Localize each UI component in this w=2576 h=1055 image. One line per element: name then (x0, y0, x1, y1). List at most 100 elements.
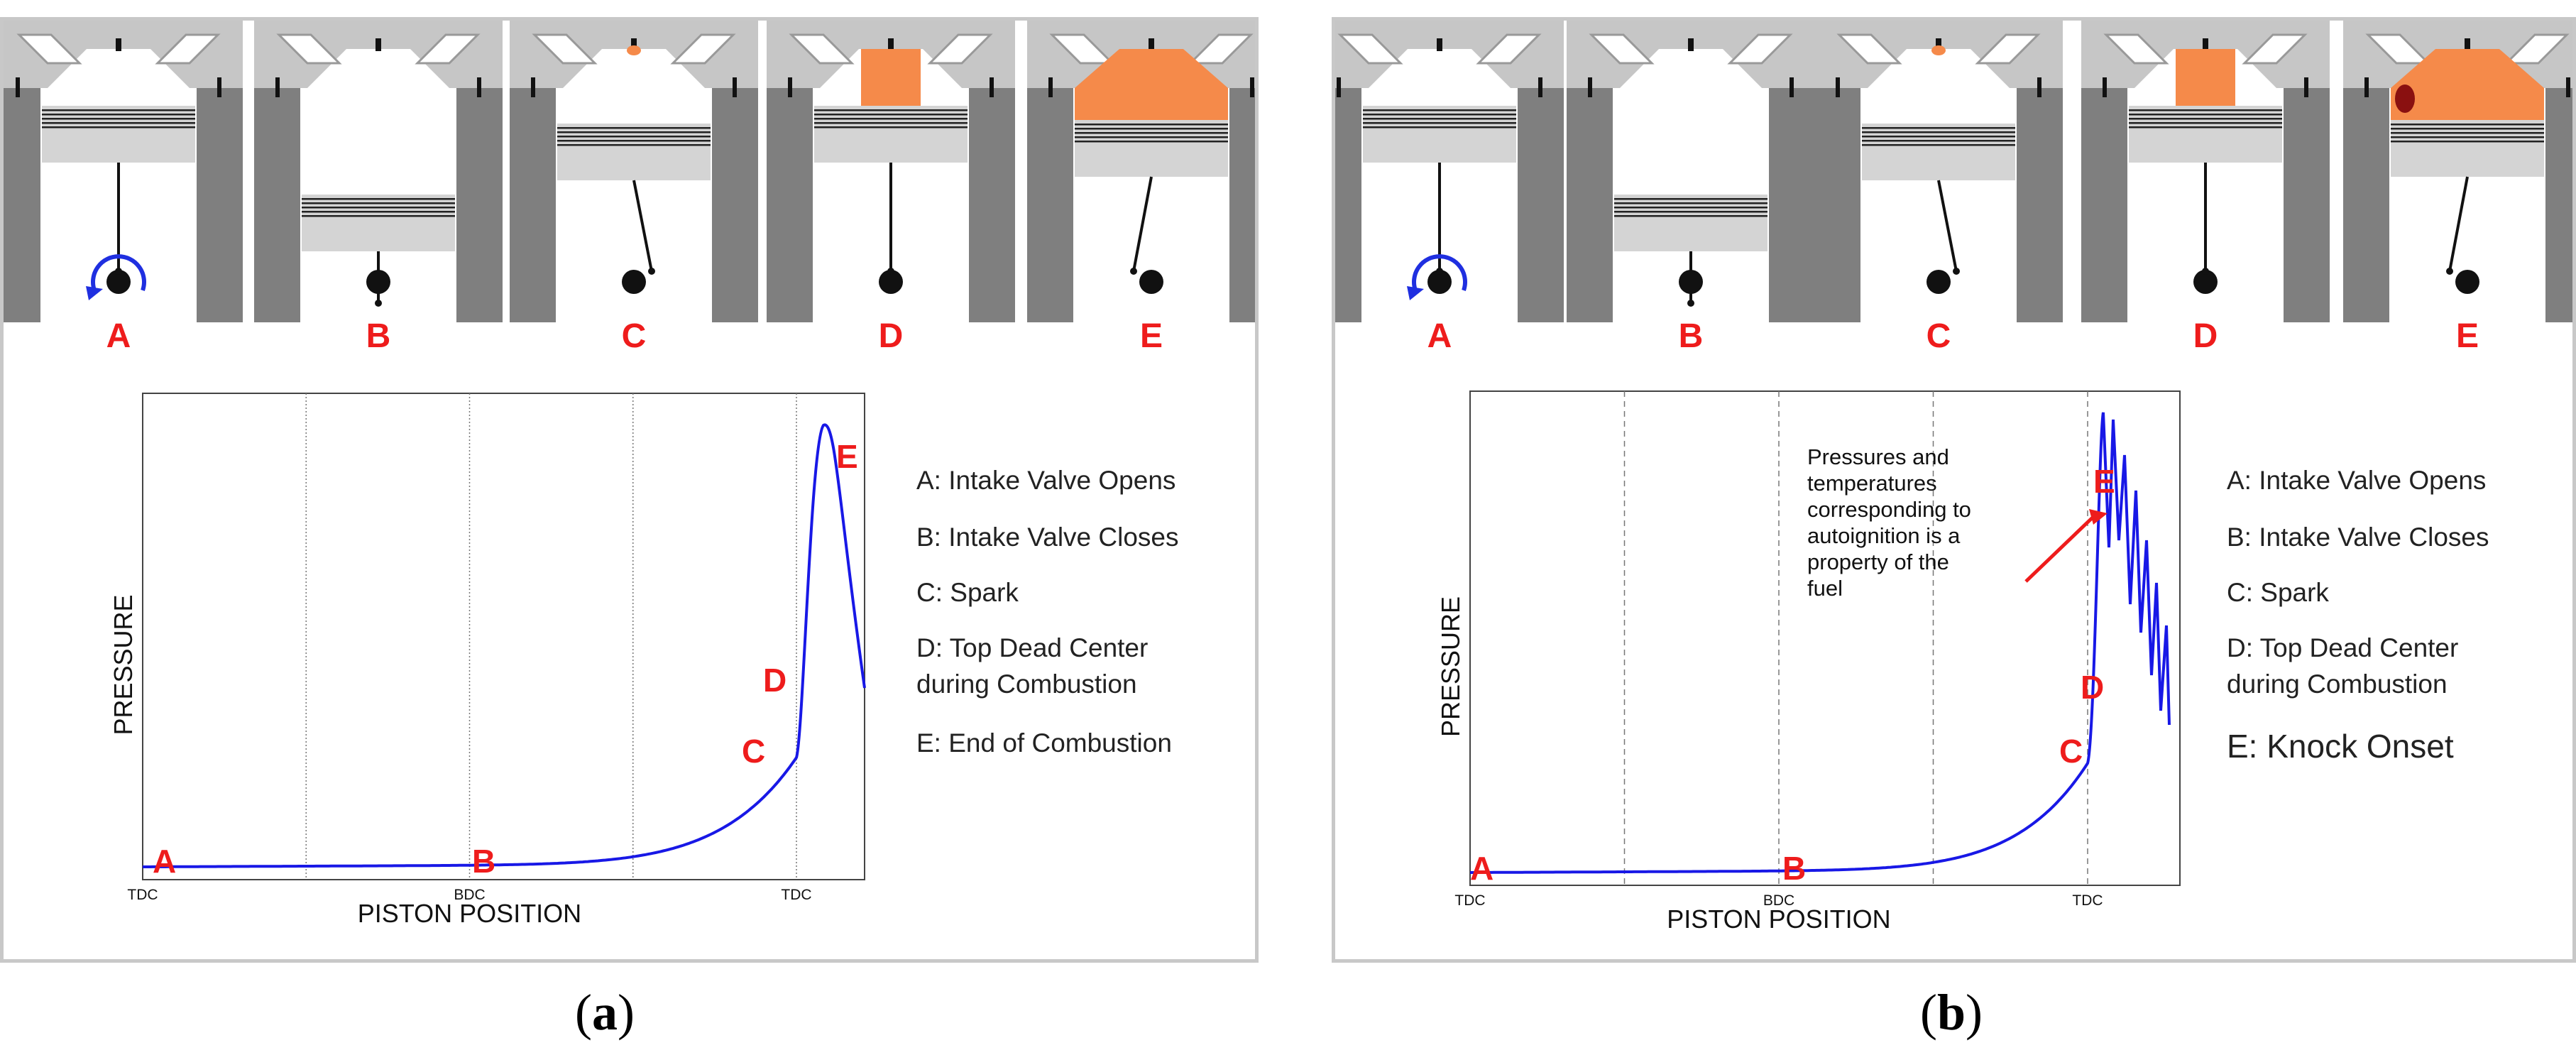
st3-ring (2129, 114, 2282, 116)
st0-right-wall (197, 88, 243, 322)
st4-ring (1075, 136, 1228, 138)
panel-a-ylabel: PRESSURE (109, 594, 138, 735)
st0-ring (1363, 118, 1516, 120)
st1-ring (302, 215, 455, 217)
st0-intake-port (16, 33, 82, 65)
st4-ring (2391, 128, 2544, 130)
st4-left-wall (2343, 88, 2389, 322)
st1-exhaust-port (1727, 33, 1793, 65)
panel-b-annotation-line: property of the (1807, 550, 1949, 574)
st1-bolt-right (1790, 77, 1794, 97)
st1-right-wall (456, 88, 503, 322)
st0-ring (42, 118, 195, 120)
panel-b-legend-item: C: Spark (2227, 578, 2329, 607)
st1-crankshaft (366, 270, 390, 294)
st0-crankshaft (1427, 270, 1452, 294)
panel-b-x-tick: TDC (2072, 892, 2103, 909)
panel-a-legend-item: during Combustion (916, 669, 1137, 699)
st2-con-rod (1937, 180, 1958, 272)
st2-flame (1931, 45, 1946, 55)
st4-ring (1075, 124, 1228, 126)
st4-ring (2391, 124, 2544, 126)
panel-a-stage-label: B (366, 317, 391, 355)
st1-left-wall (1567, 88, 1613, 322)
st3-head (767, 21, 1015, 88)
st4-ring (2391, 132, 2544, 134)
caption-a-close: ) (617, 984, 635, 1041)
st4-ring (1075, 132, 1228, 134)
st2-ring (557, 136, 711, 138)
panel-b-curve-label: C (2059, 733, 2083, 770)
st4-spark-plug (1149, 38, 1154, 51)
panel-a-curve-label: D (763, 662, 786, 699)
st4-knock-spot (2395, 84, 2415, 113)
st0-spark-plug (116, 38, 121, 51)
st0-bolt-left (1337, 77, 1341, 97)
st2-intake-port (532, 33, 598, 65)
caption-a-open: ( (575, 984, 592, 1041)
st0-left-wall (1335, 88, 1361, 322)
caption-b-close: ) (1966, 984, 1983, 1041)
st1-intake-port (1589, 33, 1655, 65)
st4-ring (1075, 128, 1228, 130)
st4-crank-pin (2446, 268, 2453, 275)
panel-b-legend-item: D: Top Dead Center (2227, 633, 2458, 662)
panel-b-stage-label: A (1427, 317, 1452, 355)
st3-crank-pin (887, 268, 894, 275)
st0-ring (1363, 126, 1516, 129)
st0-left-wall (4, 88, 40, 322)
st2-ring (557, 140, 711, 142)
st3-flame (861, 49, 921, 106)
st2-crankshaft (622, 270, 646, 294)
st1-ring (1614, 207, 1767, 209)
panel-a-curve-label: C (742, 733, 765, 770)
st3-ring (2129, 126, 2282, 129)
panel-a-plot-frame (142, 393, 865, 880)
caption-a-letter: a (591, 984, 618, 1041)
st3-ring (814, 109, 968, 111)
st4-crankshaft (2455, 270, 2479, 294)
st4-ring (1075, 141, 1228, 143)
st3-intake-port (2103, 33, 2169, 65)
st1-bolt-right (477, 77, 481, 97)
st0-ring (1363, 122, 1516, 124)
st0-right-wall (1518, 88, 1564, 322)
panel-b-annotation-arrowhead-icon (2089, 509, 2108, 525)
st2-intake-port (1836, 33, 1902, 65)
panel-a-stage-label: A (106, 317, 131, 355)
st0-ring (1363, 114, 1516, 116)
st4-flame (2391, 49, 2544, 120)
rotation-arrowhead-icon (1407, 286, 1424, 300)
st3-right-wall (969, 88, 1015, 322)
rotation-arrow-icon (91, 254, 146, 291)
st4-right-wall (2545, 88, 2572, 322)
st3-crankshaft (879, 270, 903, 294)
st3-ring (814, 114, 968, 116)
st2-ring (557, 144, 711, 146)
st3-ring (2129, 118, 2282, 120)
st3-ring (2129, 109, 2282, 111)
st2-ring (1862, 127, 2015, 129)
st1-crankshaft (1679, 270, 1703, 294)
panel-b-legend-item: B: Intake Valve Closes (2227, 523, 2489, 552)
panel-a-legend-item: A: Intake Valve Opens (916, 466, 1175, 495)
rotation-arrow-icon (1412, 254, 1467, 291)
st1-spark-plug (1688, 38, 1694, 51)
st2-ring (1862, 140, 2015, 142)
st2-con-rod (632, 180, 653, 272)
panel-a-pressure-curve (143, 423, 866, 868)
panel-a-curve-label: B (472, 843, 495, 880)
panel-a-xlabel: PISTON POSITION (358, 899, 581, 928)
st0-crank-pin (1436, 268, 1443, 275)
st2-spark-plug (631, 38, 637, 51)
st3-crank-pin (2202, 268, 2209, 275)
st2-crank-pin (648, 268, 655, 275)
st3-left-wall (767, 88, 813, 322)
st0-ring (42, 114, 195, 116)
panel-a-legend-item: B: Intake Valve Closes (916, 523, 1179, 552)
st4-bolt-left (2364, 77, 2369, 97)
st4-left-wall (1027, 88, 1073, 322)
st1-bolt-left (275, 77, 280, 97)
